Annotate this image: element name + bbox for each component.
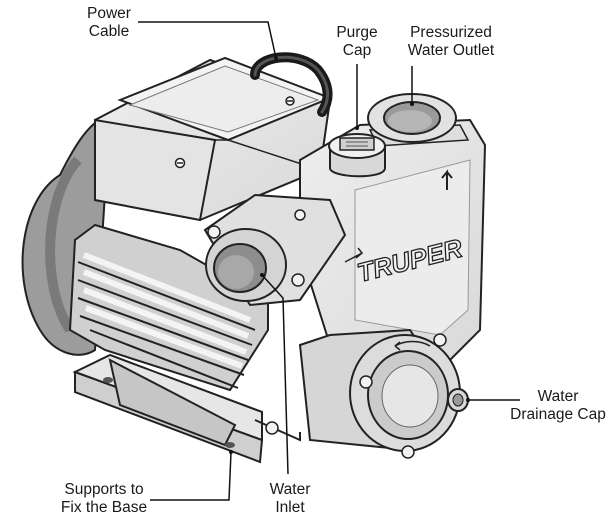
- pump-base: [72, 353, 301, 464]
- label-water-inlet: Water Inlet: [269, 481, 311, 516]
- purge-cap: [328, 133, 386, 178]
- leader-lines: [138, 21, 520, 501]
- power-cable: [250, 52, 333, 117]
- leader-power-cable: [138, 21, 277, 59]
- volute-cover: [265, 328, 461, 459]
- inlet-flange: [203, 193, 347, 307]
- label-water-outlet: Pressurized Water Outlet: [407, 24, 495, 59]
- water-outlet-port: [367, 93, 457, 143]
- drainage-cap: [447, 388, 469, 412]
- label-drainage-cap: Water Drainage Cap: [510, 388, 606, 423]
- leader-supports: [150, 451, 232, 501]
- terminal-box: [94, 56, 333, 222]
- label-purge-cap: Purge Cap: [336, 24, 378, 59]
- motor-fins: [68, 223, 269, 392]
- pump-body: [299, 118, 487, 367]
- leader-water-inlet: [261, 274, 289, 475]
- flow-arrow-icon: [441, 169, 453, 190]
- leader-dots: [229, 56, 470, 454]
- label-supports: Supports to Fix the Base: [60, 481, 148, 516]
- label-power-cable: Power Cable: [87, 5, 131, 40]
